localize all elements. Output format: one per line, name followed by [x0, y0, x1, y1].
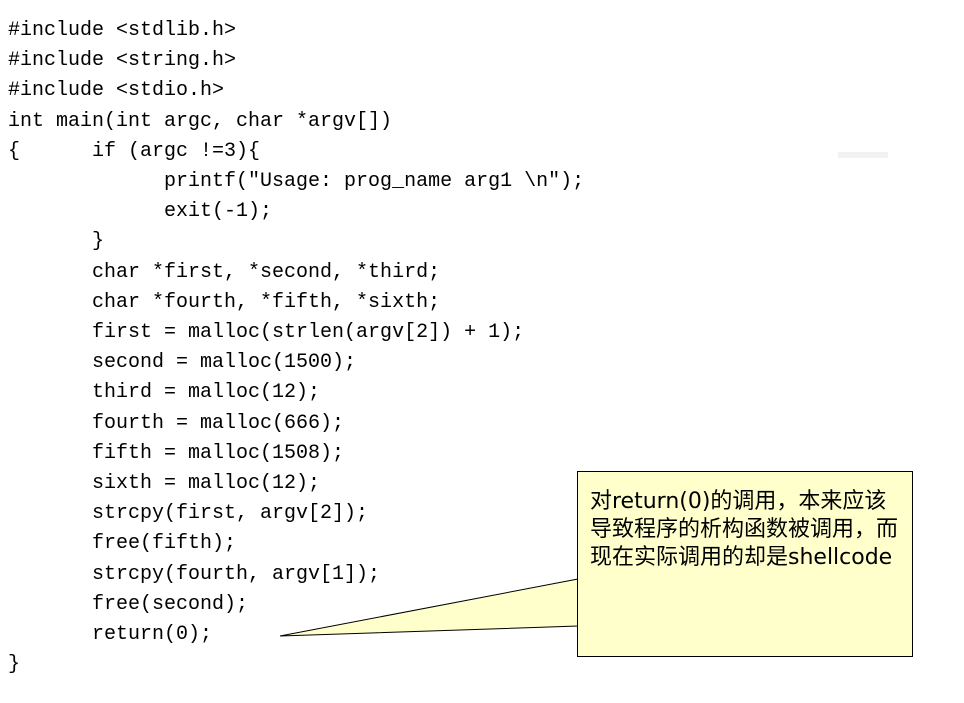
code-line: #include <string.h>: [8, 49, 237, 73]
code-line: strcpy(first, argv[2]);: [8, 502, 369, 526]
code-line: fifth = malloc(1508);: [8, 441, 345, 465]
code-line: printf("Usage: prog_name arg1 \n");: [8, 170, 585, 193]
callout-text: 对return(0)的调用，本来应该导致程序的析构函数被调用，而现在实际调用的却…: [590, 489, 899, 570]
code-line: fourth = malloc(666);: [8, 411, 345, 435]
annotation-callout: 对return(0)的调用，本来应该导致程序的析构函数被调用，而现在实际调用的却…: [577, 471, 913, 657]
code-line: free(fifth);: [8, 532, 237, 556]
code-line: char *fourth, *fifth, *sixth;: [8, 290, 441, 314]
code-line: strcpy(fourth, argv[1]);: [8, 562, 381, 586]
code-line: return(0);: [8, 623, 213, 646]
code-line: #include <stdio.h>: [8, 79, 225, 103]
code-line: exit(-1);: [8, 200, 273, 224]
code-line: char *first, *second, *third;: [8, 260, 441, 284]
code-line: int main(int argc, char *argv[]): [8, 109, 393, 133]
code-line: sixth = malloc(12);: [8, 472, 321, 495]
code-line: second = malloc(1500);: [8, 351, 357, 375]
code-line: first = malloc(strlen(argv[2]) + 1);: [8, 321, 525, 344]
code-line: }: [8, 653, 21, 677]
code-line: #include <stdlib.h>: [8, 19, 237, 42]
code-line: free(second);: [8, 592, 249, 616]
code-line: third = malloc(12);: [8, 381, 321, 405]
code-line: { if (argc !=3){: [8, 139, 261, 163]
decorative-shade: [838, 152, 888, 158]
code-line: }: [8, 230, 105, 254]
